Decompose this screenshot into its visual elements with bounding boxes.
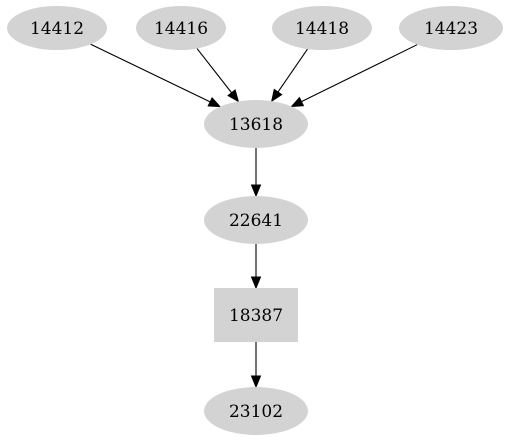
node-18387: 18387 — [214, 288, 298, 342]
node-14416: 14416 — [136, 6, 226, 50]
node-ellipse — [204, 100, 308, 148]
edge-14412-to-13618 — [90, 43, 222, 108]
node-label: 13618 — [229, 115, 283, 135]
edges-layer — [90, 43, 418, 389]
edge-22641-to-18387 — [250, 244, 262, 290]
node-14418: 14418 — [272, 6, 372, 50]
arrowhead — [227, 89, 240, 103]
node-ellipse — [399, 6, 503, 50]
node-label: 23102 — [229, 402, 283, 422]
node-label: 18387 — [229, 306, 283, 326]
node-ellipse — [272, 6, 372, 50]
arrowhead — [270, 88, 283, 103]
edge-line — [301, 44, 418, 103]
node-ellipse — [204, 387, 308, 435]
arrowhead — [250, 184, 262, 198]
node-ellipse — [204, 196, 308, 244]
node-22641: 22641 — [204, 196, 308, 244]
node-label: 14423 — [424, 19, 478, 39]
node-label: 22641 — [229, 211, 283, 231]
node-label: 14418 — [295, 19, 349, 39]
node-ellipse — [7, 6, 107, 50]
node-box — [214, 288, 298, 342]
edge-14416-to-13618 — [196, 48, 240, 103]
edge-14418-to-13618 — [270, 48, 308, 103]
node-14423: 14423 — [399, 6, 503, 50]
node-14412: 14412 — [7, 6, 107, 50]
edge-line — [277, 48, 308, 93]
edge-18387-to-23102 — [250, 342, 262, 389]
arrowhead — [250, 276, 262, 290]
edge-13618-to-22641 — [250, 148, 262, 198]
node-label: 14416 — [154, 19, 208, 39]
edge-14423-to-13618 — [290, 44, 418, 108]
nodes-layer: 14412 14416 14418 14423 13618 22641 18387 23102 — [7, 6, 503, 435]
node-23102: 23102 — [204, 387, 308, 435]
arrowhead — [250, 375, 262, 389]
node-label: 14412 — [30, 19, 84, 39]
arrowhead — [207, 96, 222, 108]
arrowhead — [290, 96, 305, 108]
node-13618: 13618 — [204, 100, 308, 148]
edge-line — [196, 48, 233, 94]
node-ellipse — [136, 6, 226, 50]
edge-line — [90, 43, 211, 103]
